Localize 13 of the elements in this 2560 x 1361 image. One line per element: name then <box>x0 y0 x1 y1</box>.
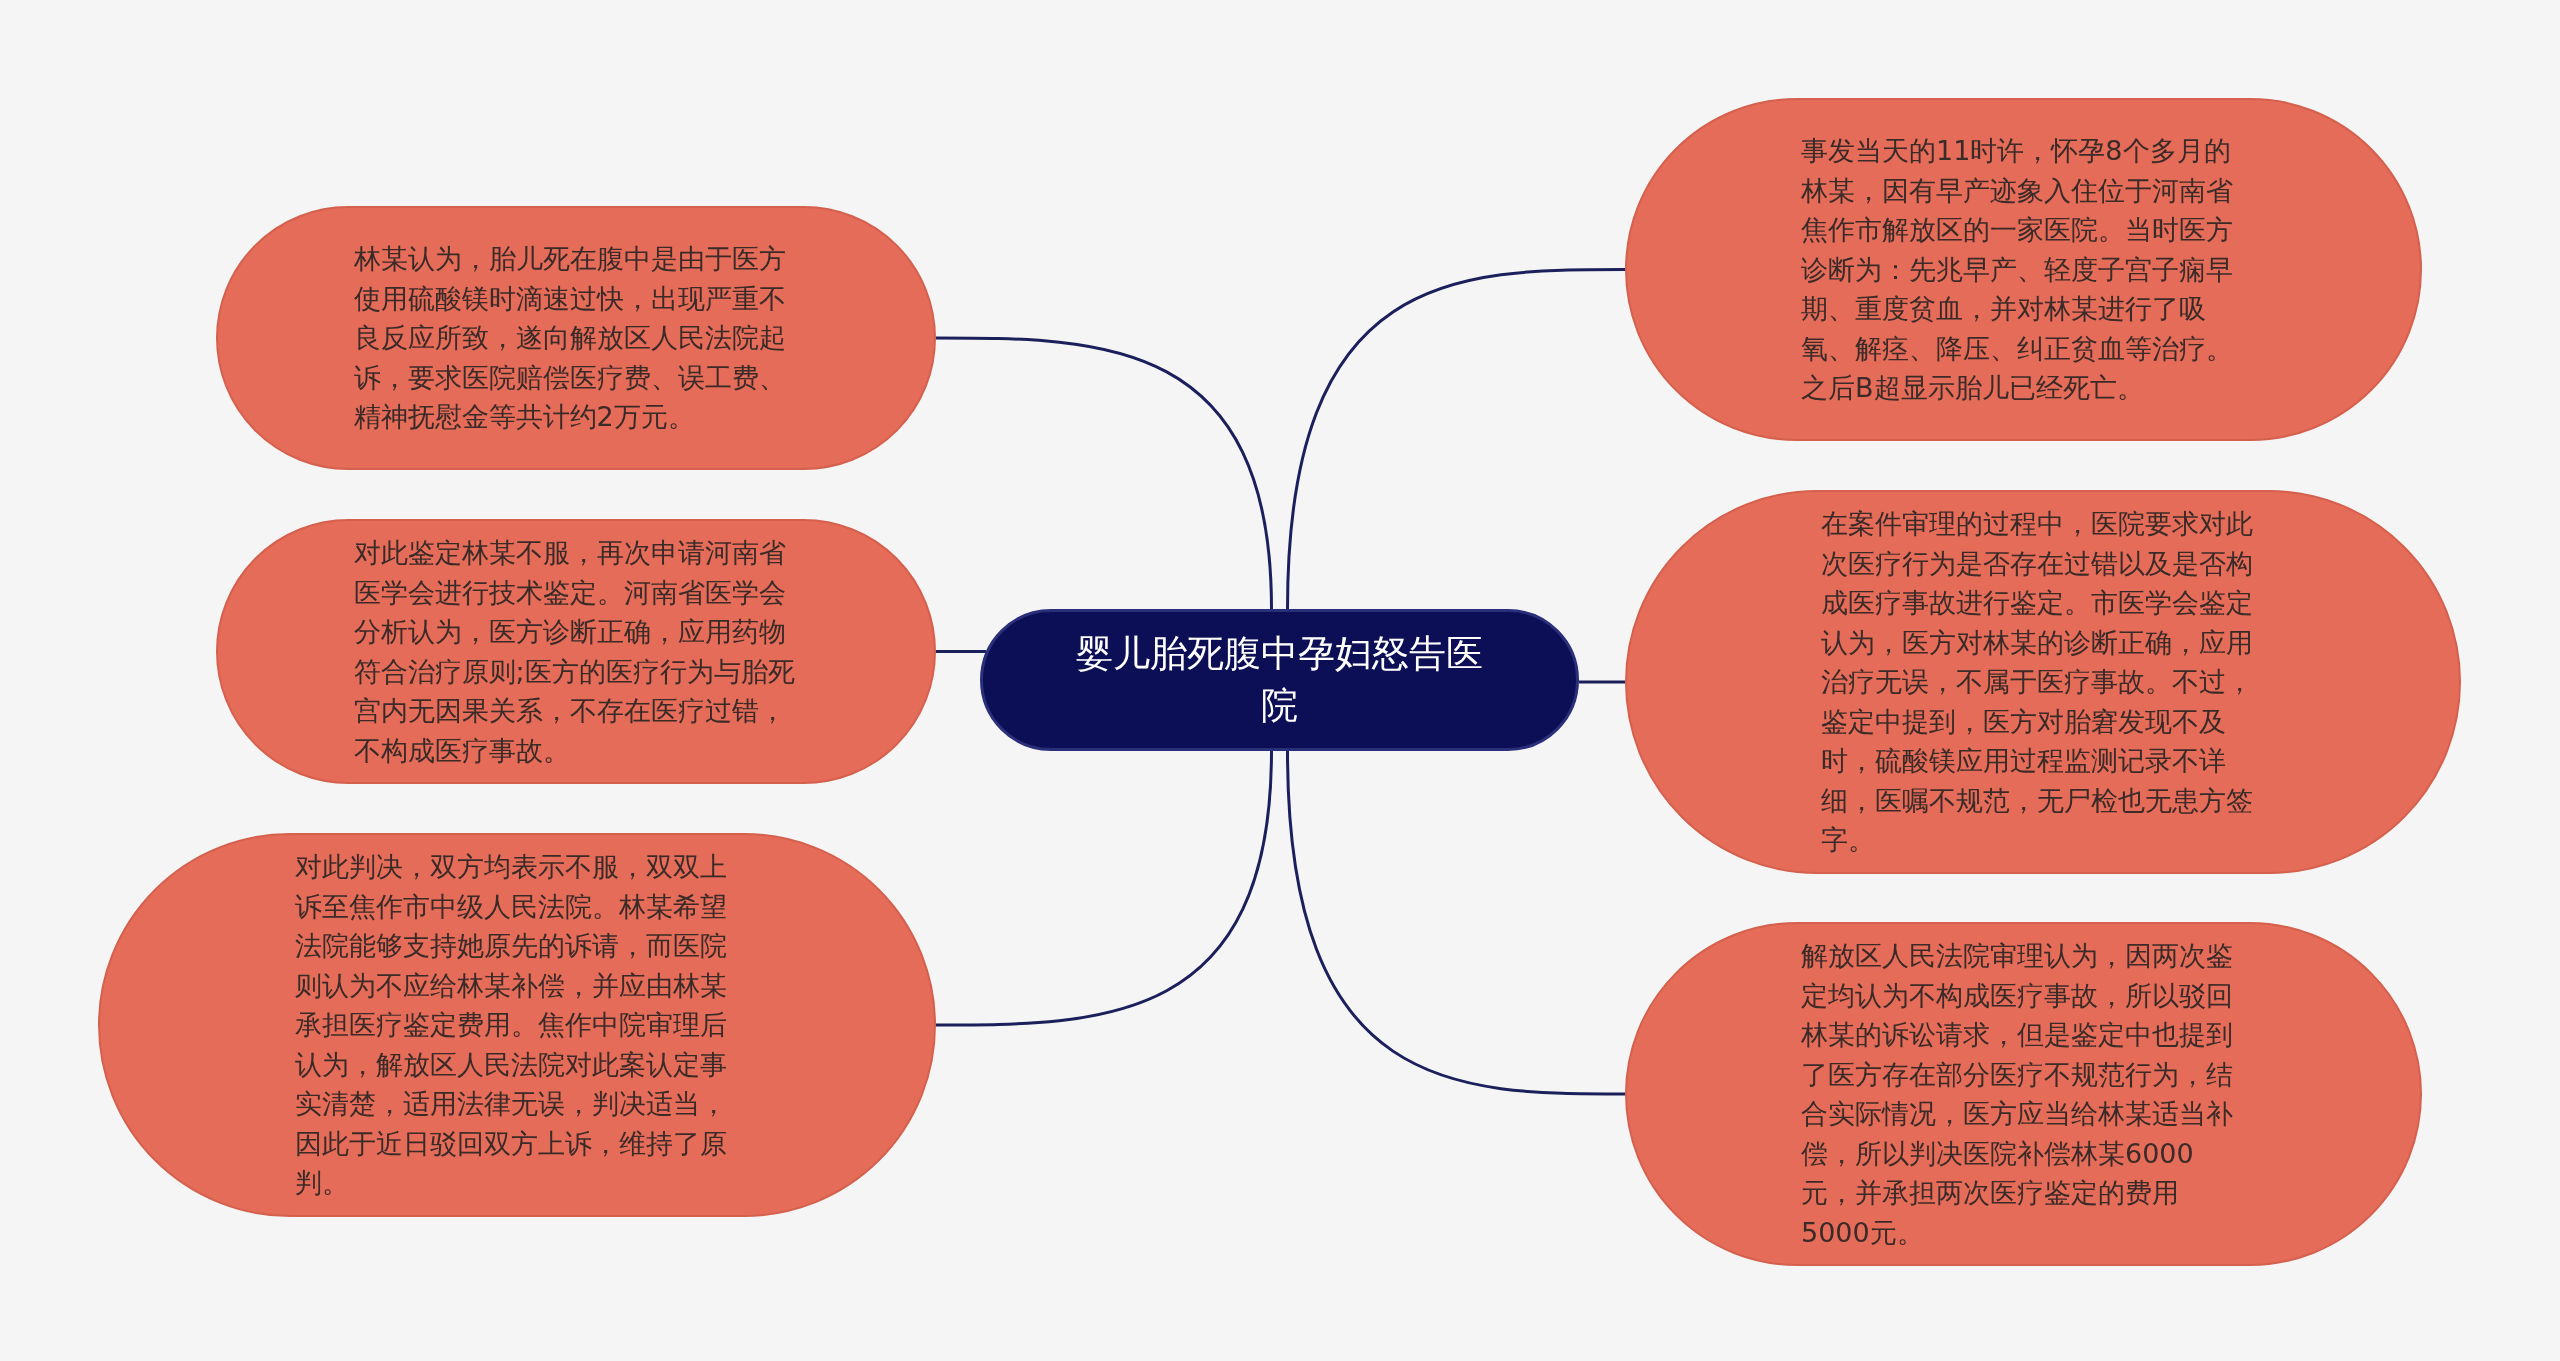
connector-line <box>936 336 1273 610</box>
paragraph: 在案件审理的过程中，医院要求对此次医疗行为是否存在过错以及是否构成医疗事故进行鉴定。市医学会鉴定认为，医方对林某的诊断正确，应用治疗无误，不属于医疗事故。不过，鉴定中提到，医方对胎窘发现不及时，硫酸镁应用过程监测记录不详细，医嘱不规范，无尸检也无患方签字。 <box>1820 507 2254 858</box>
connector-line <box>936 650 986 653</box>
connector-line <box>936 750 1273 1027</box>
paragraph: 林某认为，胎儿死在腹中是由于医方使用硫酸镁时滴速过快，出现严重不良反应所致，遂向解放区人民法院起诉，要求医院赔偿医疗费、误工费、精神抚慰金等共计约2万元。 <box>353 242 787 435</box>
connector-line <box>1286 750 1625 1096</box>
paragraph: 事发当天的11时许，怀孕8个多月的林某，因有早产迹象入住位于河南省焦作市解放区的一家医院。当时医方诊断为：先兆早产、轻度子宫子痫早期、重度贫血，并对林某进行了吸氧、解痉、降压、纠正贫血等治疗。之后B超显示胎儿已经死亡。 <box>1801 134 2234 406</box>
topic-title: 婴儿胎死腹中孕妇怒告医院 <box>1075 631 1484 729</box>
paragraph: 解放区人民法院审理认为，因两次鉴定均认为不构成医疗事故，所以驳回林某的诉讼请求，但是鉴定中也提到了医方存在部分医疗不规范行为，结合实际情况，医方应当给林某适当补偿，所以判决医院补偿林某6000元，并承担两次医疗鉴定的费用5000元。 <box>1801 939 2234 1250</box>
connector-line <box>1578 680 1625 684</box>
connector-line <box>1286 268 1625 610</box>
paragraph: 对此鉴定林某不服，再次申请河南省医学会进行技术鉴定。河南省医学会分析认为，医方诊断正确，应用药物符合治疗原则;医方的医疗行为与胎死宫内无因果关系，不存在医疗过错，不构成医疗事故。 <box>353 536 796 768</box>
paragraph: 对此判决，双方均表示不服，双双上诉至焦作市中级人民法院。林某希望法院能够支持她原先的诉请，而医院则认为不应给林某补偿，并应由林某承担医疗鉴定费用。焦作中院审理后认为，解放区人民法院对此案认定事实清楚，适用法律无误，判决适当，因此于近日驳回双方上诉，维持了原判。 <box>294 850 728 1201</box>
